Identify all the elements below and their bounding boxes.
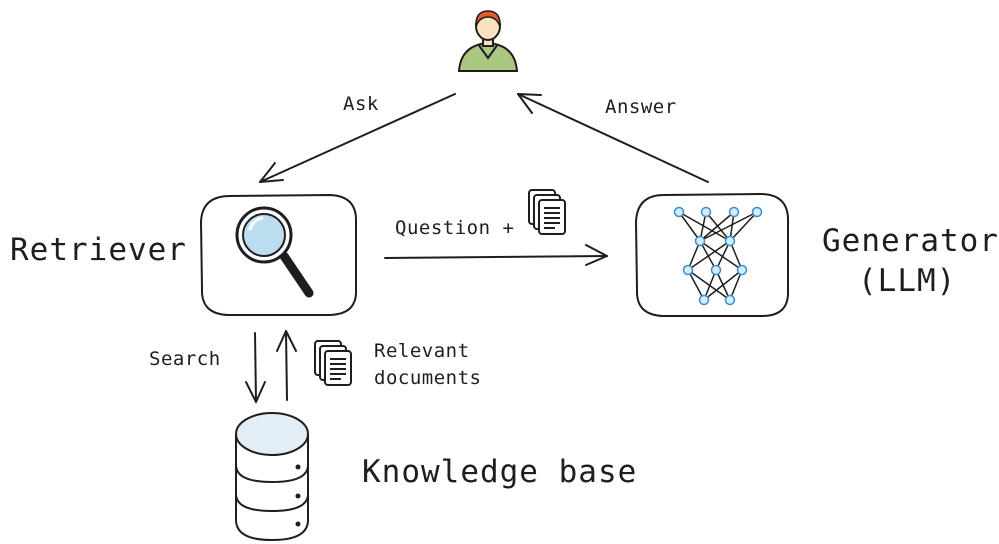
question-label: Question + xyxy=(395,217,515,239)
retriever-label: Retriever xyxy=(10,232,187,268)
answer-arrow xyxy=(517,93,709,183)
generator-label: Generator xyxy=(822,223,999,259)
relevant-label: Relevant xyxy=(374,340,470,362)
magnifying-glass-icon xyxy=(235,206,314,298)
knowledge-base-label: Knowledge base xyxy=(362,454,638,490)
document-stack-icon xyxy=(528,189,566,235)
search-label: Search xyxy=(149,348,221,370)
ask-label: Ask xyxy=(343,93,379,115)
generator-box xyxy=(634,192,790,317)
user-avatar-icon xyxy=(457,10,519,72)
answer-label: Answer xyxy=(605,96,677,118)
generator-llm-label: (LLM) xyxy=(858,263,957,299)
documents-label: documents xyxy=(374,367,482,389)
search-arrow xyxy=(245,332,266,403)
neural-network-icon xyxy=(673,206,763,306)
database-icon xyxy=(235,412,309,542)
relevant-documents-arrow xyxy=(276,330,297,401)
document-stack-icon xyxy=(314,340,352,386)
ask-arrow xyxy=(259,93,456,183)
question-arrow xyxy=(384,244,608,266)
